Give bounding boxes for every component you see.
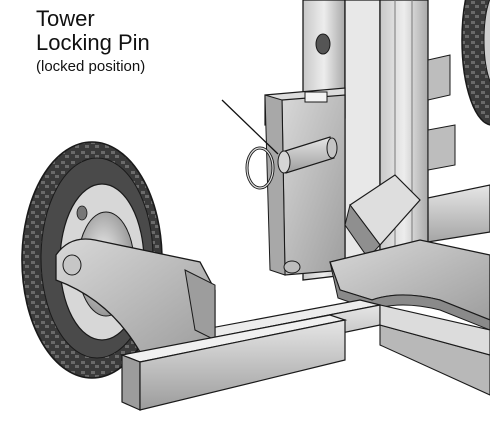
rear-wheel <box>461 0 490 126</box>
wheel-fork <box>55 238 216 353</box>
callout-title-line1: Tower <box>36 6 95 31</box>
pin-bracket <box>264 87 346 276</box>
leader-line <box>221 99 279 155</box>
callout-subtitle: (locked position) <box>36 58 146 75</box>
callout-label: Tower Locking Pin (locked position) <box>36 6 150 75</box>
locking-pin <box>245 136 338 190</box>
front-crossbar <box>119 314 348 411</box>
callout-title-line2: Locking Pin <box>36 30 150 55</box>
